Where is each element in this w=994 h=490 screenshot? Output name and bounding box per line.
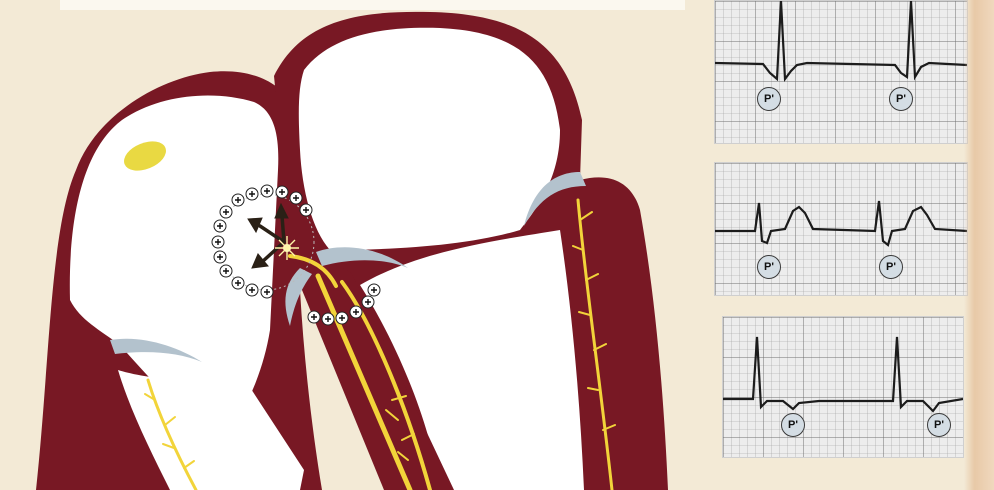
p-prime-label: P' [781, 413, 805, 437]
ecg-strip-3: P' P' [722, 316, 964, 458]
ecg-strip-1: P' P' [714, 0, 968, 144]
p-prime-label: P' [757, 87, 781, 111]
ecg-trace-1 [715, 1, 967, 143]
p-prime-label: P' [757, 255, 781, 279]
right-atrium-cavity [299, 28, 560, 250]
ecg-trace-2 [715, 163, 967, 295]
ecg-strip-2: P' P' [714, 162, 968, 296]
p-prime-label: P' [879, 255, 903, 279]
p-prime-label: P' [889, 87, 913, 111]
page-edge-shadow [964, 0, 994, 490]
caption-band [60, 0, 685, 10]
ecg-trace-3 [723, 317, 963, 457]
p-prime-label: P' [927, 413, 951, 437]
